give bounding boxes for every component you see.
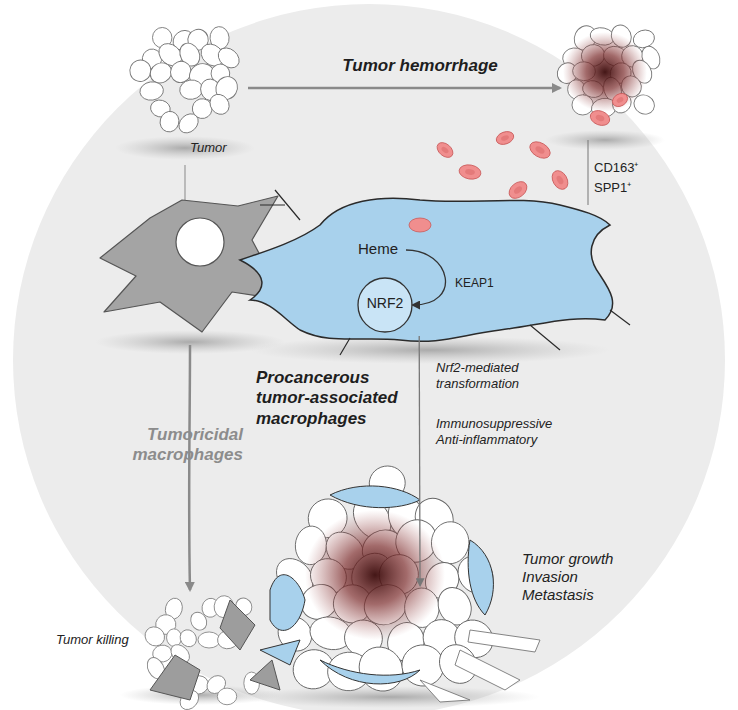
red-blood-cell — [549, 168, 571, 192]
node-area: Tumor — [120, 5, 250, 165]
node-text: SPP1⁺ — [594, 180, 664, 196]
node-text: Heme — [352, 240, 404, 258]
edge-label: Nrf2-mediated transformation — [436, 360, 551, 391]
nucleus-circle: NRF2 — [357, 277, 413, 333]
annotation-label: Procancerous tumor-associated macrophage… — [256, 368, 414, 429]
connector-arrow — [419, 336, 421, 585]
node-area: Tumor killing — [50, 590, 285, 705]
tumor-cells — [554, 22, 664, 119]
macrophage-cell: CD163⁺ SPP1⁺ HemeNRF2 — [230, 150, 670, 350]
red-blood-cell — [588, 108, 612, 128]
annotation-label: Immunosuppressive Anti-inflammatory — [436, 416, 576, 447]
node-text: Tumor growth Invasion Metastasis — [522, 550, 637, 604]
annotation-label: Tumor hemorrhage — [320, 56, 520, 76]
red-blood-cell — [527, 138, 553, 161]
node-text: Tumor killing — [56, 632, 146, 648]
red-blood-cell — [458, 163, 482, 181]
tumor-cells — [126, 26, 243, 137]
red-blood-cell — [610, 91, 630, 109]
red-blood-cell — [506, 178, 530, 202]
node-text: Tumor — [190, 140, 248, 156]
node-area: Tumor growth Invasion Metastasis — [250, 470, 640, 705]
node-text: NRF2 — [357, 295, 413, 312]
node-area: Heme — [350, 238, 406, 262]
red-blood-cell — [494, 129, 515, 146]
edge-label: KEAP1 — [455, 276, 505, 290]
annotation-label: Tumoricidal macrophages — [88, 425, 243, 466]
red-blood-cell — [434, 140, 456, 161]
tumor-cells — [141, 595, 259, 710]
node-text: CD163⁺ — [594, 160, 664, 176]
